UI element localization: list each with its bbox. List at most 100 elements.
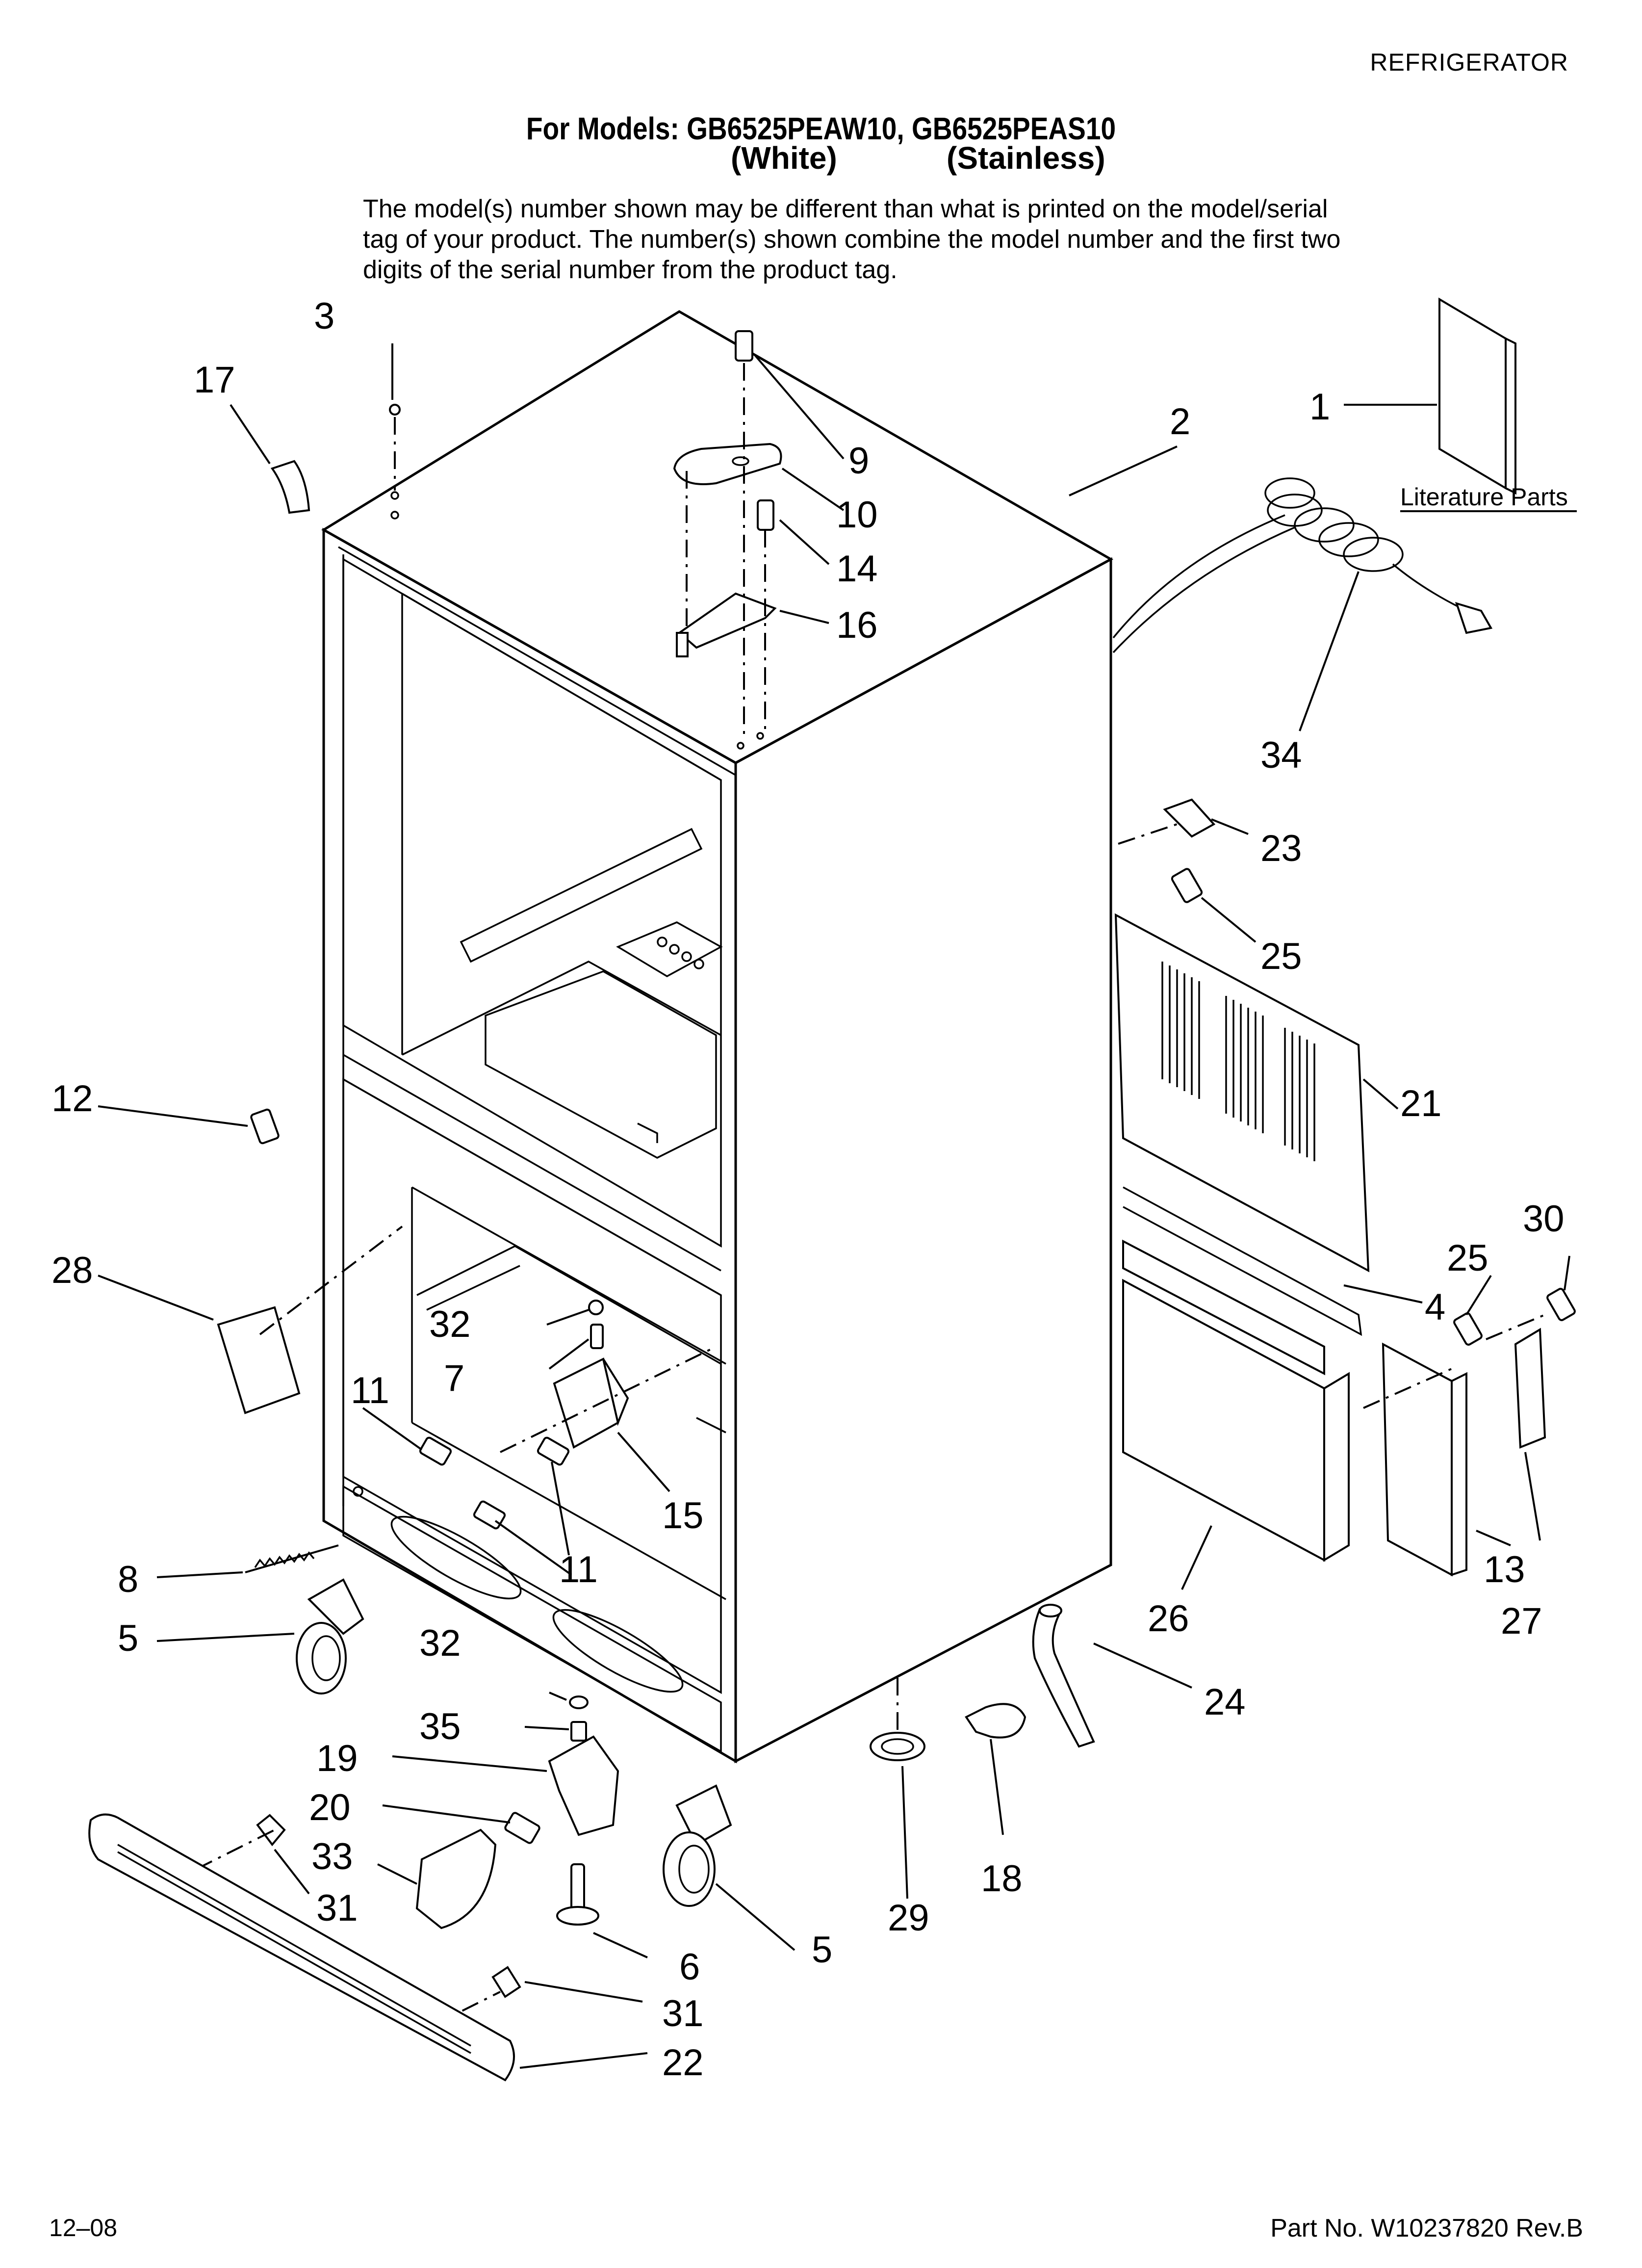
callout-30: 30 [1523,1198,1565,1240]
literature-parts-label: Literature Parts [1400,483,1568,511]
hinge-screw-14 [757,499,774,531]
callout-1: 1 [1309,386,1330,428]
callout-26: 26 [1148,1598,1189,1640]
bottom-parts [88,1578,1095,2082]
callout-13: 13 [1484,1549,1525,1590]
freezer-opening [342,1077,722,1694]
callout-29: 29 [888,1897,929,1939]
washer-32 [588,1300,604,1315]
callout-15: 15 [662,1495,704,1537]
cabinet-top-face [321,310,1114,764]
callout-2: 2 [1170,401,1190,443]
models-title: For Models: GB6525PEAW10, GB6525PEAS10 [526,111,1116,146]
callout-22: 22 [662,2042,704,2084]
callout-7: 7 [444,1357,464,1399]
callout-31b: 31 [662,1993,704,2034]
control-28 [217,1306,301,1414]
callout-5b: 5 [812,1929,832,1971]
cover-33 [415,1828,497,1929]
callout-4: 4 [1425,1286,1445,1328]
callout-11b: 11 [559,1549,598,1590]
callout-8: 8 [118,1559,138,1600]
callout-31a: 31 [316,1887,358,1929]
nut-35 [570,1721,587,1742]
callout-9: 9 [848,440,869,482]
color-white-label: (White) [731,140,837,176]
fresh-food-opening [342,557,722,1248]
part-number: Part No. W10237820 Rev.B [1270,2214,1583,2242]
callout-5a: 5 [118,1617,138,1659]
top-hinge-assembly [394,330,782,736]
callout-numbers: 1 2 3 17 9 10 14 16 34 23 25 21 12 28 4 … [51,295,1565,2084]
callout-10: 10 [836,494,878,536]
roller-bracket-5a [307,1578,364,1635]
leveling-bracket-19 [548,1735,619,1836]
plug-button-3 [389,404,401,416]
drain-tube-24 [1032,1608,1095,1748]
pin-7 [590,1324,604,1349]
callout-32a: 32 [429,1303,471,1345]
screw-12 [250,1108,280,1145]
callout-11a: 11 [351,1370,389,1411]
cabinet-side-face [734,557,1112,1764]
leader-lines [98,343,1570,2069]
bracket-27 [1382,1342,1453,1577]
toe-grille-22 [88,1813,515,2082]
roller-5b [663,1831,716,1907]
label-23 [1163,798,1216,838]
trim-strip-4 [1122,1239,1325,1376]
base-vent-right [552,1609,684,1693]
callout-24: 24 [1204,1681,1246,1723]
top-hinge-16 [677,592,777,649]
callout-27: 27 [1501,1600,1542,1642]
callout-34: 34 [1260,734,1302,776]
callout-12: 12 [51,1078,93,1120]
small-parts-top-left [270,404,401,514]
callout-32b: 32 [419,1622,461,1664]
screw-20 [504,1812,540,1844]
cabinet-front-face [322,527,737,1764]
literature-booklet-1 [1438,297,1507,490]
callout-25a: 25 [1260,936,1302,977]
trim-17 [270,460,310,514]
washer-32b [569,1695,589,1709]
bracket-13 [1514,1328,1546,1449]
power-cord-34 [1112,477,1493,653]
callout-28: 28 [51,1250,93,1291]
screw-30 [1546,1288,1576,1321]
callout-23: 23 [1260,828,1302,869]
hinge-screw-9 [735,330,753,362]
rear-access-panel-21 [1114,913,1370,1273]
callout-16: 16 [836,604,878,646]
screw-25 [1171,868,1203,903]
callout-17: 17 [194,359,235,401]
callout-33: 33 [311,1836,353,1877]
right-brackets [1363,1288,1576,1577]
cabinet [321,310,1114,1764]
callout-3: 3 [314,295,334,337]
left-side-parts [217,1108,403,1573]
rear-panels [1114,798,1370,1562]
callout-6: 6 [679,1946,700,1988]
clip-31a [256,1814,286,1847]
date-code: 12–08 [49,2214,118,2242]
callout-18: 18 [981,1858,1023,1900]
screw-11a [419,1436,452,1466]
category-label: REFRIGERATOR [1370,49,1568,76]
hinge-cover-10 [673,443,782,485]
clip-31b [491,1966,521,1998]
freezer-interior-parts [419,1300,717,1530]
screw-25b [1453,1312,1483,1346]
callout-14: 14 [836,548,878,590]
callout-21: 21 [1400,1083,1442,1124]
base-vent-left [390,1515,522,1600]
model-disclaimer: The model(s) number shown may be differe… [363,195,1341,284]
literature-parts: Literature Parts [1400,297,1577,512]
shelf-rail [460,828,703,963]
clamp-18 [965,1703,1026,1739]
roller-5a [296,1622,347,1694]
access-cover-26 [1122,1278,1325,1562]
callout-35: 35 [419,1706,461,1747]
callout-20: 20 [309,1787,351,1828]
